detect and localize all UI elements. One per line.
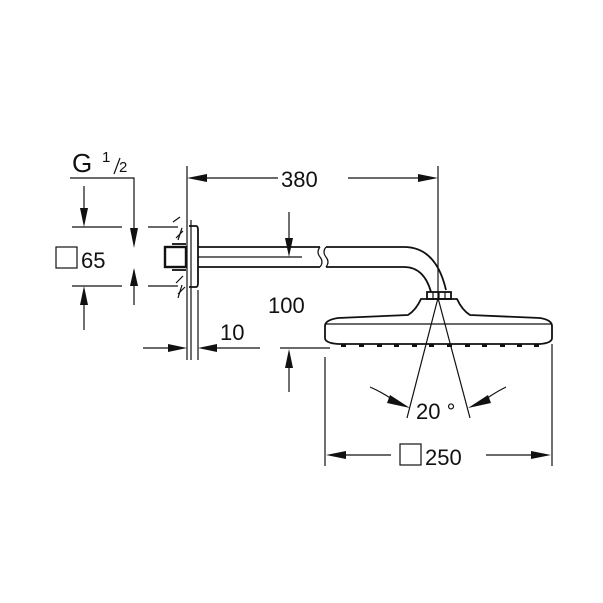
wall-flange: [163, 166, 199, 360]
spray-angle-dimension: 20 °: [369, 297, 507, 424]
thread-arrow-up-icon: [130, 268, 138, 286]
arm-length-arrow-right-icon: [418, 174, 438, 182]
arm-length-arrow-left-icon: [187, 174, 207, 182]
drop-arrow-up-icon: [285, 349, 293, 368]
arm-length-dimension: 380: [187, 166, 439, 300]
square-symbol-icon: [55, 246, 78, 269]
flange-arrow-up-icon: [80, 286, 88, 305]
wall-offset-dimension: 10: [143, 290, 260, 360]
drop-height-dimension: 100: [268, 212, 330, 392]
angle-arrow-right-icon: [468, 395, 491, 408]
head-width-dimension: 250: [324, 344, 553, 470]
thread-size-label: G 1 2: [70, 148, 138, 305]
thread-prefix: G: [72, 148, 92, 178]
arm-length-value: 380: [281, 167, 318, 192]
thread-numerator: 1: [102, 149, 110, 166]
flange-size-dimension: 65: [55, 186, 178, 330]
flange-arrow-down-icon: [80, 208, 88, 227]
nozzle-row: [341, 344, 539, 347]
drop-arrow-down-icon: [285, 238, 293, 257]
square-symbol-icon: [399, 443, 422, 466]
shower-head: [324, 291, 553, 347]
offset-arrow-right-icon: [168, 344, 187, 352]
thread-arrow-down-icon: [130, 228, 138, 248]
head-width-value: 250: [425, 445, 462, 470]
thread-denominator: 2: [119, 159, 127, 176]
offset-arrow-left-icon: [198, 344, 217, 352]
width-arrow-right-icon: [531, 451, 551, 459]
angle-arrow-left-icon: [387, 395, 410, 408]
spray-angle-value: 20 °: [416, 399, 455, 424]
drop-height-value: 100: [268, 293, 305, 318]
shower-arm: [198, 246, 447, 293]
wall-offset-value: 10: [220, 320, 244, 345]
flange-size-value: 65: [81, 248, 105, 273]
width-arrow-left-icon: [326, 451, 346, 459]
